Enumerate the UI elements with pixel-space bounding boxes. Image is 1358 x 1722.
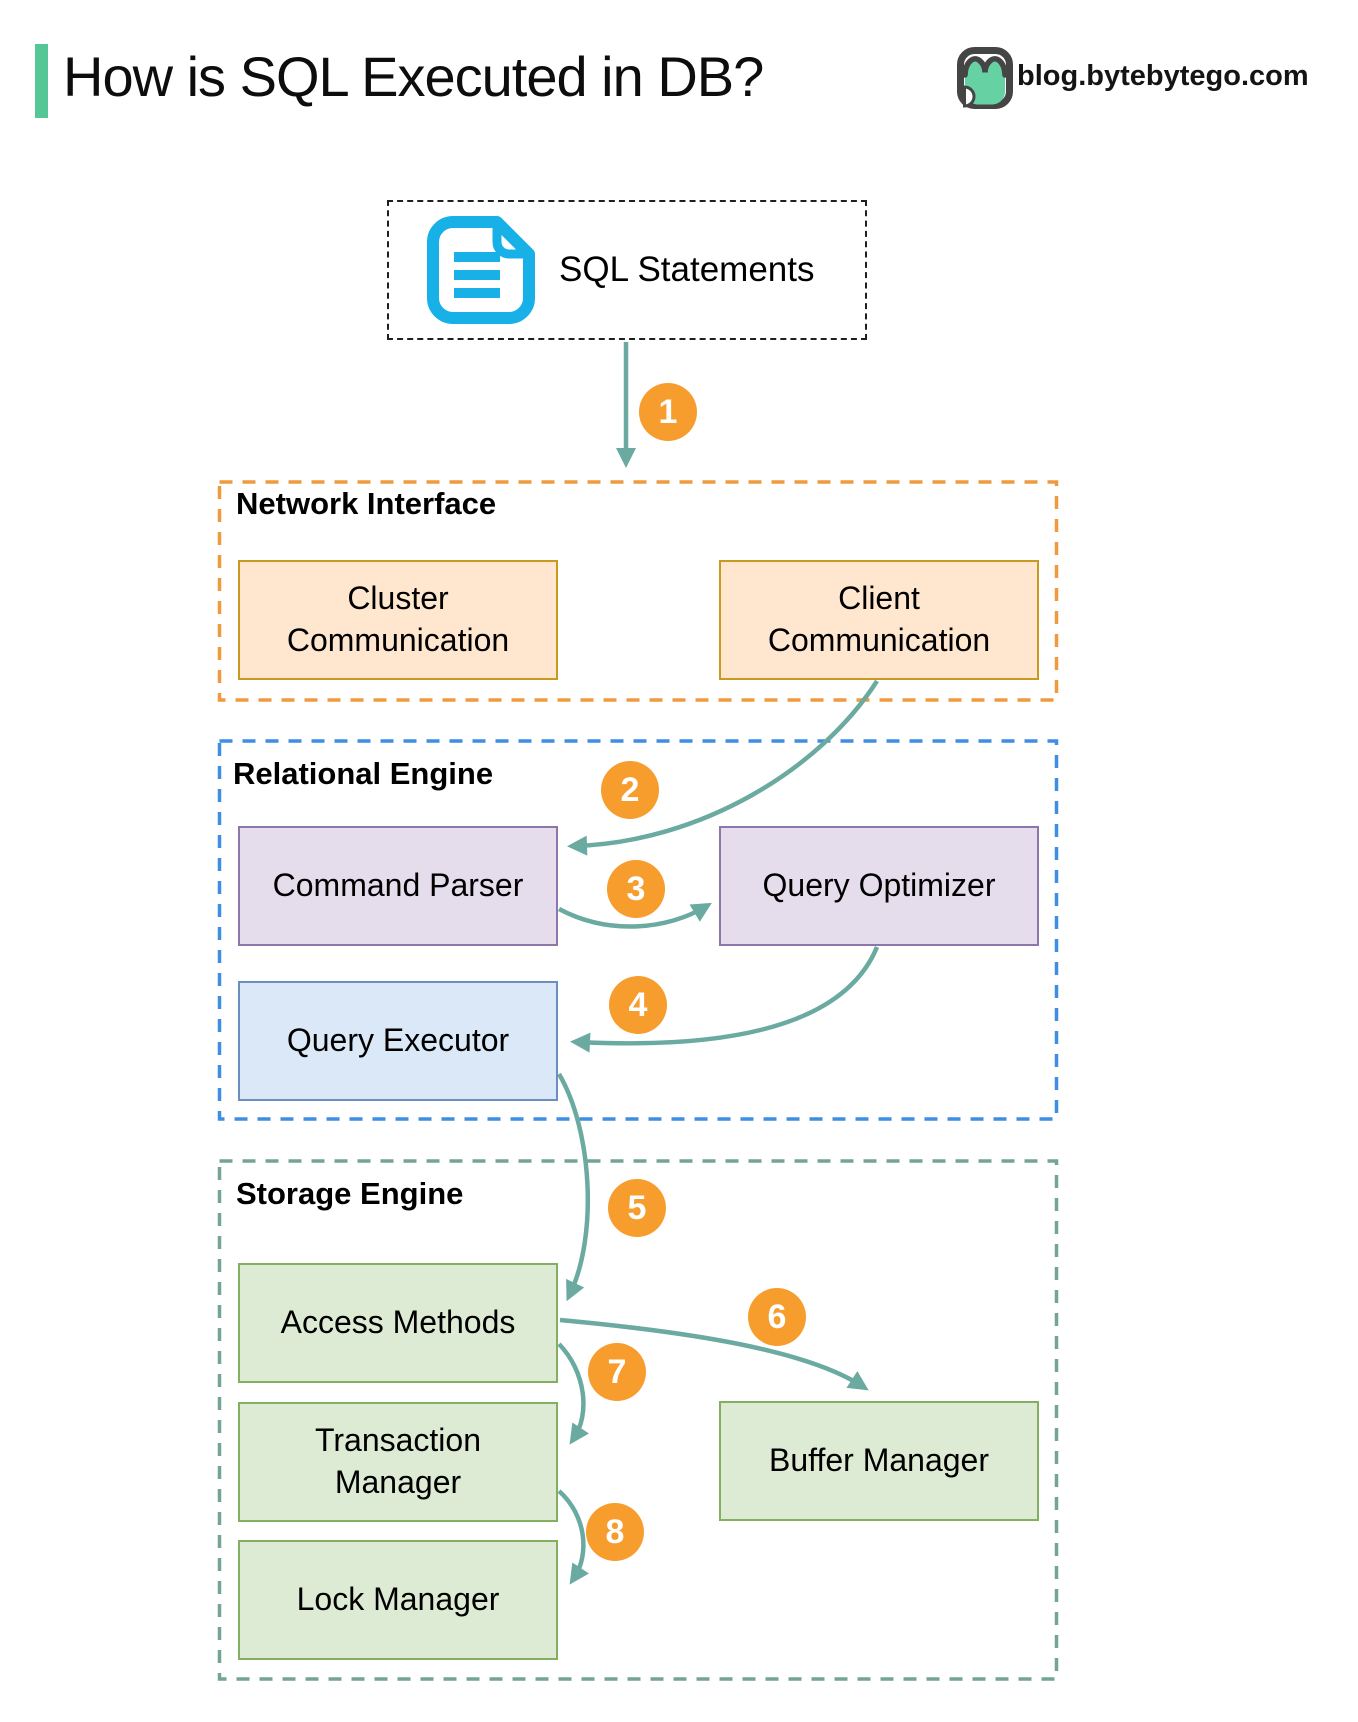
node-transaction-manager: Transaction Manager [238,1402,558,1522]
section-title-network-interface: Network Interface [236,486,497,521]
title-accent-bar [35,44,48,118]
arrow-step-4 [570,946,880,1053]
section-title-relational-engine: Relational Engine [233,756,494,791]
arrow-step-7 [557,1342,589,1445]
node-label: Buffer Manager [769,1442,989,1479]
step-badge-8: 8 [586,1503,644,1561]
section-network-interface-frame [217,480,1059,702]
arrow-step-3 [557,902,712,929]
node-client-communication: Client Communication [719,560,1039,680]
section-storage-engine-frame [217,1159,1059,1681]
section-relational-engine-frame [217,739,1059,1121]
step-badge-6: 6 [748,1288,806,1346]
node-label: Transaction Manager [315,1422,481,1500]
bytebytego-logo-icon [957,47,1013,109]
step-badge-4: 4 [609,976,667,1034]
arrow-step-2 [567,679,879,856]
node-label: Access Methods [280,1304,516,1341]
site-url: blog.bytebytego.com [1017,60,1309,92]
node-query-optimizer: Query Optimizer [719,826,1039,946]
node-label: Query Optimizer [762,867,996,904]
page-title: How is SQL Executed in DB? [63,45,764,108]
arrow-step-6 [559,1317,869,1391]
document-icon [427,216,535,324]
node-query-executor: Query Executor [238,981,558,1101]
section-title-storage-engine: Storage Engine [236,1176,464,1211]
node-label: Client Communication [767,580,991,658]
step-badge-5: 5 [608,1179,666,1237]
node-cluster-communication: Cluster Communication [238,560,558,680]
step-badge-2: 2 [601,761,659,819]
node-lock-manager: Lock Manager [238,1540,558,1660]
step-badge-1: 1 [639,383,697,441]
sql-statements-box: SQL Statements [387,200,867,340]
arrow-step-5 [557,1072,591,1302]
node-command-parser: Command Parser [238,826,558,946]
node-label: Command Parser [272,867,524,904]
node-buffer-manager: Buffer Manager [719,1401,1039,1521]
node-access-methods: Access Methods [238,1263,558,1383]
node-label: Cluster Communication [286,580,510,658]
node-label: Lock Manager [296,1581,500,1618]
node-label: Query Executor [286,1022,510,1059]
arrow-step-8 [557,1489,589,1585]
sql-statements-label: SQL Statements [559,250,815,289]
step-badge-3: 3 [607,860,665,918]
step-badge-7: 7 [588,1343,646,1401]
